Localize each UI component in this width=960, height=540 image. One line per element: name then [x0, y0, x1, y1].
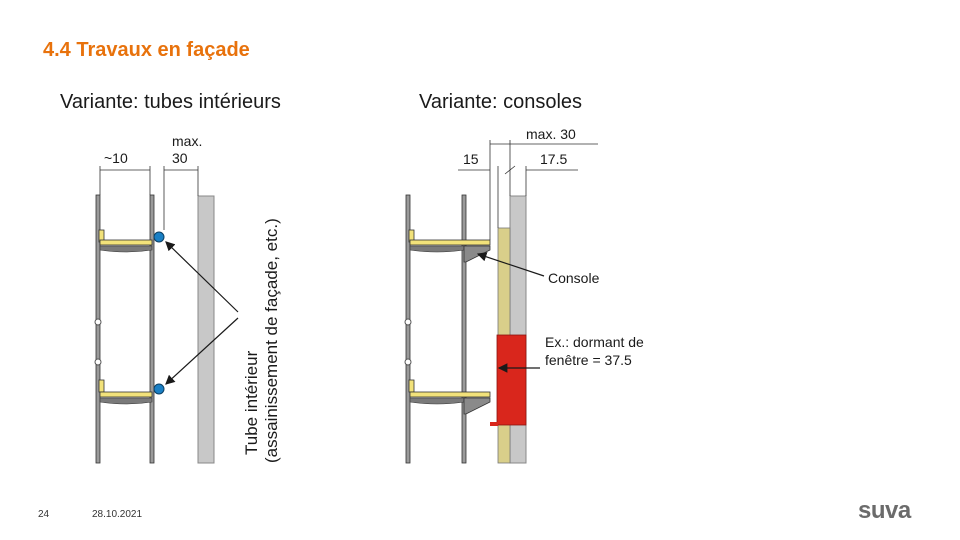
right-coupler: [404, 318, 412, 326]
left-lower-ledger: [99, 397, 153, 405]
dim-17-5: 17.5: [540, 151, 567, 167]
left-inner-standard: [149, 194, 155, 464]
left-outer-standard: [95, 194, 101, 464]
lower-console-bracket: [463, 397, 491, 415]
left-upper-deck: [99, 239, 153, 246]
window-sill: [490, 422, 498, 426]
left-coupler: [94, 318, 102, 326]
right-inner-standard: [461, 194, 467, 464]
right-variant-title: Variante: consoles: [419, 91, 583, 113]
right-dimension-lines: [458, 140, 598, 240]
left-lower-toeboard: [98, 379, 105, 393]
dim-max-value: 30: [172, 150, 188, 166]
console-label: Console: [548, 270, 600, 286]
slide-title: 4.4 Travaux en façade: [43, 39, 250, 61]
dim-max-30: max. 30: [526, 126, 576, 142]
tube-label-line1: Tube intérieur: [242, 350, 261, 455]
left-facade-wall: [197, 195, 215, 464]
left-dimension-lines: [99, 166, 199, 230]
right-lower-toeboard: [408, 379, 415, 393]
left-upper-ledger: [99, 245, 153, 253]
right-lower-deck: [409, 391, 491, 398]
left-variant-title: Variante: tubes intérieurs: [60, 91, 281, 113]
left-lower-deck: [99, 391, 153, 398]
slide-date: 28.10.2021: [92, 509, 143, 520]
tube-leader-arrow: [165, 241, 239, 313]
tube-leader-arrow: [165, 317, 239, 385]
page-number: 24: [38, 509, 50, 520]
upper-console-bracket: [463, 245, 491, 263]
window-label-line2: fenêtre = 37.5: [545, 352, 632, 368]
window-label-line1: Ex.: dormant de: [545, 334, 644, 350]
right-diagram: max. 30 15 17.5 Console Ex.: dormant de …: [404, 126, 644, 464]
right-coupler: [404, 358, 412, 366]
console-leader-arrow: [476, 252, 545, 277]
left-diagram: ~10 max. 30 Tube intérieur (assainisseme…: [94, 133, 281, 464]
right-lower-ledger: [409, 397, 465, 405]
dim-approx-10: ~10: [104, 150, 128, 166]
tube-label-line2: (assainissement de façade, etc.): [262, 218, 281, 463]
dim-15: 15: [463, 151, 479, 167]
window-frame: [496, 334, 527, 426]
dim-max-label: max.: [172, 133, 202, 149]
inner-tube-upper: [153, 231, 165, 243]
right-upper-deck: [409, 239, 491, 246]
right-outer-standard: [405, 194, 411, 464]
left-coupler: [94, 358, 102, 366]
suva-logo: suva: [858, 497, 911, 524]
inner-tube-lower: [153, 383, 165, 395]
right-upper-ledger: [409, 245, 465, 253]
